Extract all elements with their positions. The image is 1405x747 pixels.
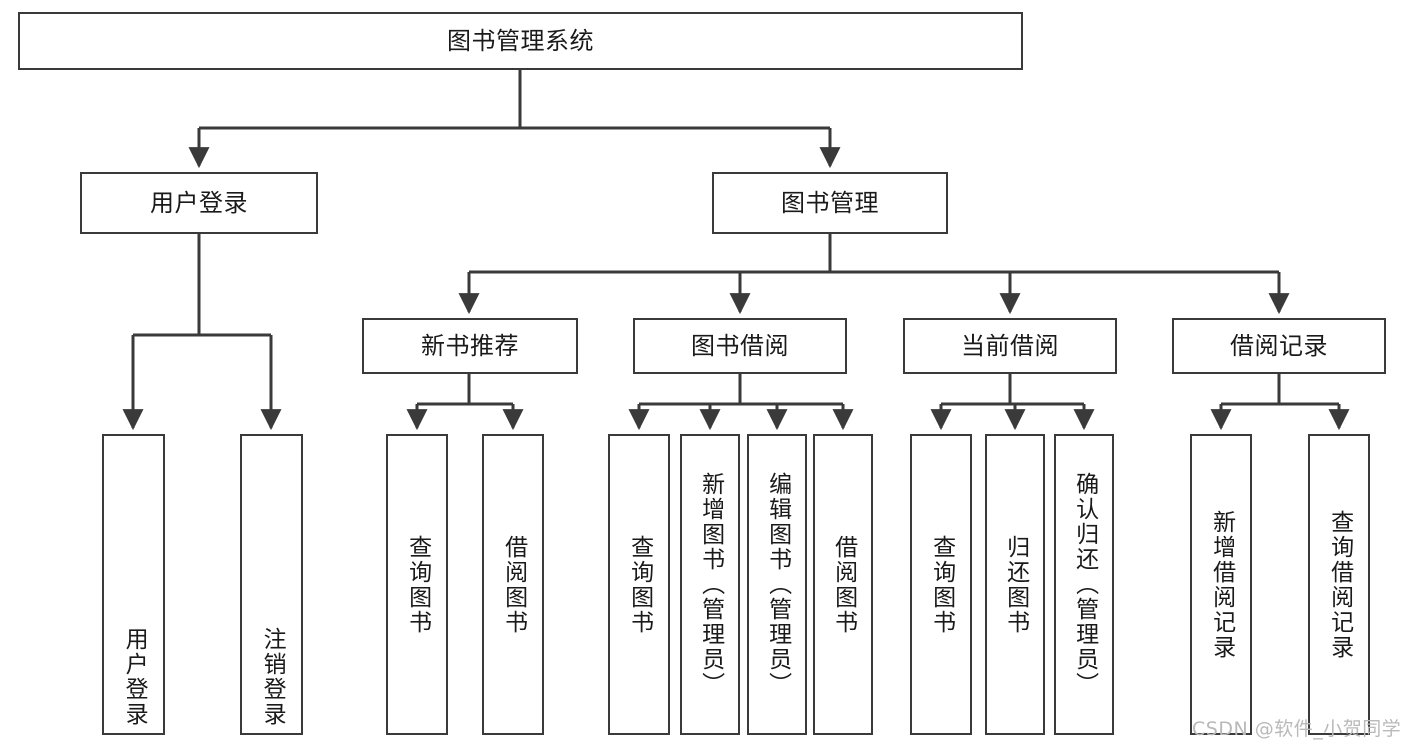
node-new-book-recommend-label: 新书推荐: [421, 331, 519, 360]
leaf-node[interactable]: 查询图书: [608, 434, 670, 735]
leaf-node[interactable]: 查询借阅记录: [1308, 434, 1370, 735]
node-current-borrow[interactable]: 当前借阅: [903, 318, 1117, 374]
node-root-system[interactable]: 图书管理系统: [18, 12, 1023, 70]
node-new-book-recommend[interactable]: 新书推荐: [362, 318, 578, 374]
leaf-node[interactable]: 借阅图书: [813, 434, 873, 735]
leaf-node-label: 注销登录: [259, 627, 286, 727]
node-current-borrow-label: 当前借阅: [961, 331, 1059, 360]
csdn-watermark: CSDN @软件_小贺同学: [1192, 718, 1402, 740]
node-borrow-records[interactable]: 借阅记录: [1172, 318, 1386, 374]
leaf-node[interactable]: 借阅图书: [482, 434, 544, 735]
leaf-node-label: 确认归还（管理员）: [1071, 472, 1098, 697]
leaf-node[interactable]: 查询图书: [386, 434, 448, 735]
node-borrow-records-label: 借阅记录: [1230, 331, 1328, 360]
leaf-node-label: 用户登录: [121, 627, 148, 727]
leaf-node[interactable]: 用户登录: [102, 434, 165, 735]
leaf-node[interactable]: 确认归还（管理员）: [1054, 434, 1114, 735]
node-root-label: 图书管理系统: [447, 26, 594, 55]
leaf-node[interactable]: 编辑图书（管理员）: [747, 434, 807, 735]
node-user-login[interactable]: 用户登录: [80, 172, 318, 234]
leaf-node[interactable]: 注销登录: [240, 434, 303, 735]
node-book-borrow-label: 图书借阅: [691, 331, 789, 360]
leaf-node-label: 新增借阅记录: [1208, 509, 1235, 660]
leaf-node[interactable]: 归还图书: [985, 434, 1045, 735]
leaf-node-label: 编辑图书（管理员）: [764, 472, 791, 697]
leaf-node-label: 查询图书: [626, 534, 653, 635]
node-book-management-label: 图书管理: [781, 188, 879, 217]
node-user-login-label: 用户登录: [150, 188, 248, 217]
leaf-node[interactable]: 新增借阅记录: [1190, 434, 1252, 735]
leaf-node[interactable]: 查询图书: [910, 434, 972, 735]
leaf-node-label: 归还图书: [1002, 534, 1029, 635]
leaf-node-label: 借阅图书: [830, 534, 857, 635]
leaf-node-label: 新增图书（管理员）: [697, 472, 724, 697]
node-book-borrow[interactable]: 图书借阅: [633, 318, 847, 374]
leaf-node[interactable]: 新增图书（管理员）: [680, 434, 740, 735]
leaf-node-label: 查询图书: [928, 534, 955, 635]
leaf-node-label: 查询借阅记录: [1326, 509, 1353, 660]
node-book-management[interactable]: 图书管理: [712, 172, 948, 234]
leaf-node-label: 查询图书: [404, 534, 431, 635]
leaf-node-label: 借阅图书: [500, 534, 527, 635]
